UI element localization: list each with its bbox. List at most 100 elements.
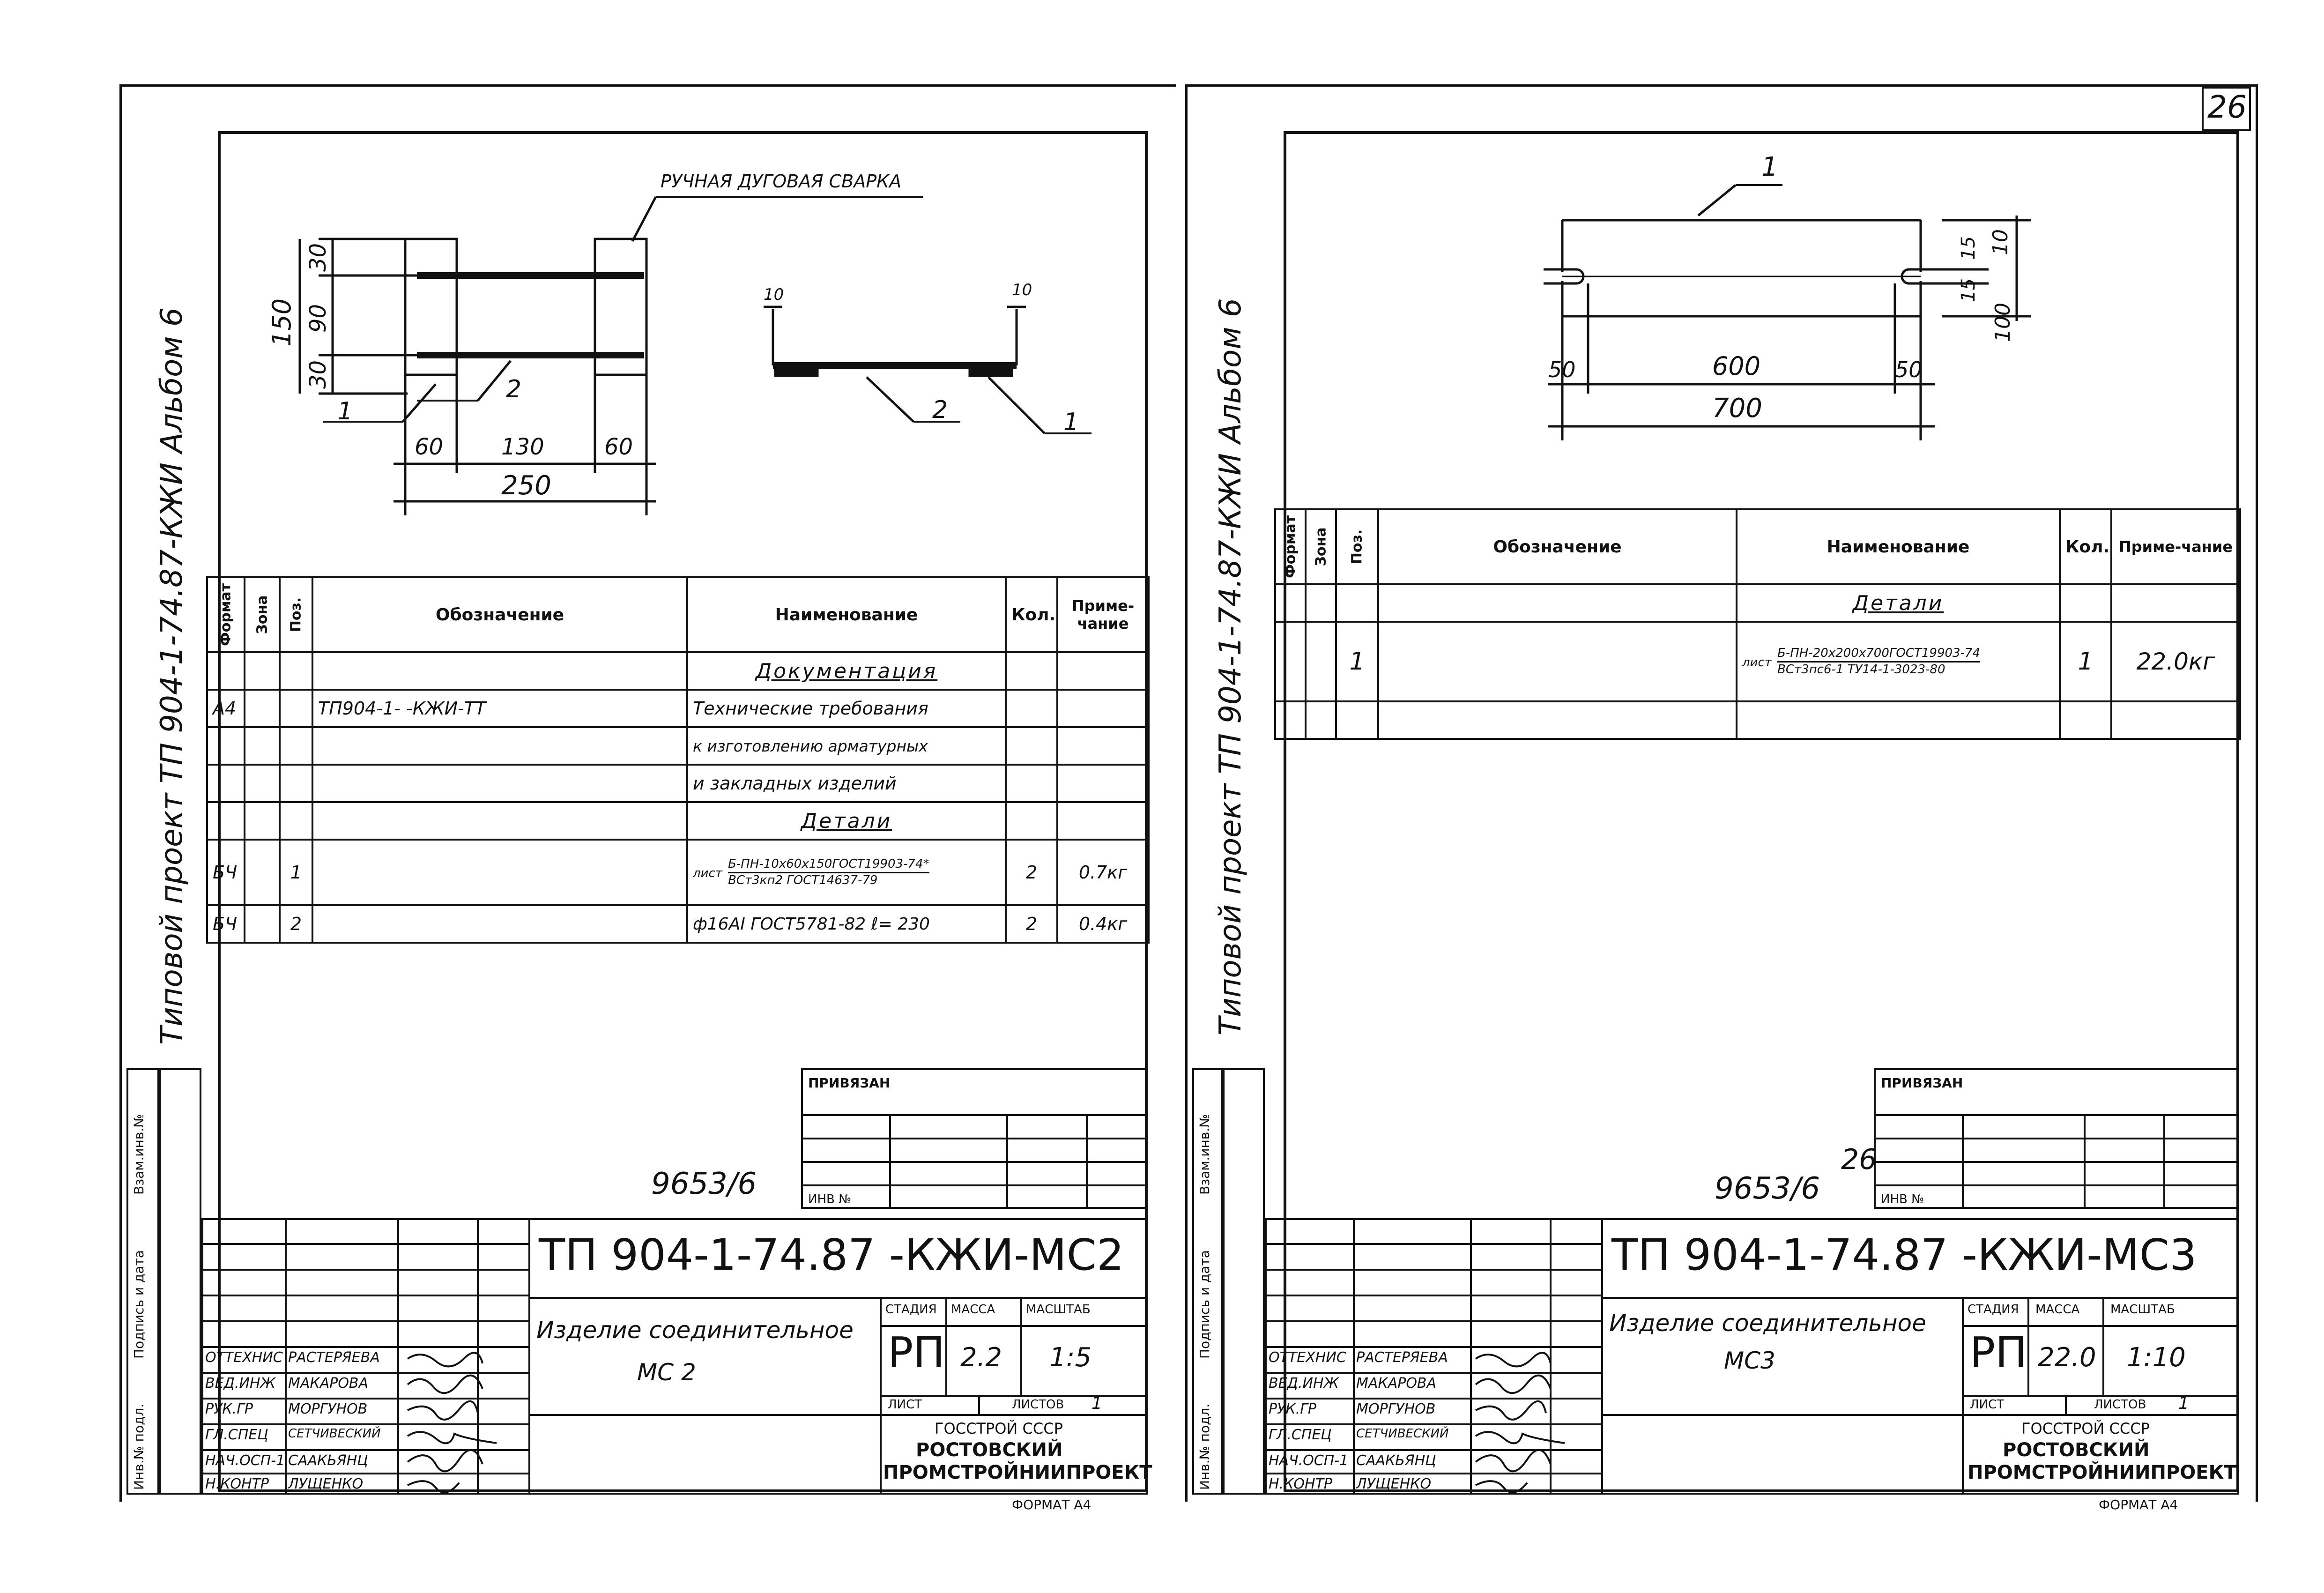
weld-note: РУЧНАЯ ДУГОВАЯ СВАРКА [661,171,901,192]
right-archive-sup: 26 [1841,1143,1877,1176]
right-side-col-2: Подпись и дата [1197,1250,1212,1359]
right-stage: РП [1970,1328,2027,1377]
right-person-5: ЛУЩЕНКО [1356,1476,1432,1492]
right-scale: 1:10 [2127,1342,2186,1373]
left-role-4: НАЧ.ОСП-1 [205,1452,285,1469]
table-row: и закладных изделий [206,764,1150,803]
right-org-1: ГОССТРОЙ СССР [2021,1420,2150,1437]
right-sheets-label: ЛИСТОВ [2094,1398,2146,1412]
right-person-2: МОРГУНОВ [1356,1401,1436,1417]
pos-label-2b: 2 [932,396,948,424]
left-mass-header: МАССА [951,1303,995,1317]
left-side-col-2: Подпись и дата [131,1250,147,1359]
right-archive-number: 9653/6 [1715,1171,1820,1206]
left-person-3: СЕТЧИВЕСКИЙ [288,1427,381,1441]
left-role-0: ОТТЕХНИС [205,1349,283,1366]
left-sheets-value: 1 [1091,1394,1102,1413]
dim-10a: 10 [764,285,784,304]
right-person-1: МАКАРОВА [1356,1375,1437,1392]
right-role-2: РУК.ГР [1269,1401,1317,1417]
right-role-4: НАЧ.ОСП-1 [1269,1452,1349,1469]
left-scale: 1:5 [1049,1342,1092,1373]
dim-90: 90 [305,304,331,333]
right-org-3: ПРОМСТРОЙНИИПРОЕКТ [1968,1462,2237,1483]
right-hdr-note: Приме-чание [2110,508,2241,585]
pos-label-r1: 1 [1761,152,1778,182]
right-person-4: СААКЬЯНЦ [1356,1452,1436,1469]
right-person-0: РАСТЕРЯЕВА [1356,1349,1448,1366]
right-privyazan-label: ПРИВЯЗАН [1881,1075,1963,1091]
table-row [1274,700,2241,740]
left-part-name-1: Изделие соединительное [536,1317,854,1344]
left-person-0: РАСТЕРЯЕВА [288,1349,380,1366]
right-side-title: Типовой проект ТП 904-1-74.87-КЖИ Альбом… [1213,298,1248,1035]
left-part-name-2: МС 2 [637,1359,696,1386]
dim-60b: 60 [604,434,633,460]
left-privyazan-grid [801,1114,1148,1209]
left-mass: 2.2 [960,1342,1002,1373]
left-title-block [201,1218,1148,1495]
page-number-box [2202,87,2251,131]
left-hdr-pos: Поз. [279,576,313,653]
dim-60a: 60 [415,434,443,460]
left-scale-header: МАСШТАБ [1026,1303,1091,1317]
right-stage-header: СТАДИЯ [1968,1303,2019,1317]
left-side-col-3: Инв.№ подл. [131,1403,147,1490]
left-hdr-qty: Кол. [1005,576,1058,653]
table-row: БЧ 1 лист Б-ПН-10х60х150ГОСТ19903-74*ВСт… [206,839,1150,906]
page-number: 26 [2207,89,2247,125]
right-sheet-edge [1185,84,2258,1502]
right-inv-label: ИНВ № [1881,1192,1924,1206]
right-org-2: РОСТОВСКИЙ [2003,1439,2150,1461]
right-hdr-designation: Обозначение [1377,508,1737,585]
left-side-block-2 [159,1068,201,1495]
dim-600: 600 [1712,351,1760,381]
right-side-col-3: Инв.№ подл. [1197,1403,1212,1490]
left-hdr-note: Приме-чание [1056,576,1150,653]
left-stage: РП [888,1328,945,1377]
table-row: БЧ 2 ф16АI ГОСТ5781-82 ℓ= 230 2 0.4кг [206,904,1150,944]
right-doc-code: ТП 904-1-74.87 -КЖИ-МС3 [1611,1230,2197,1280]
right-side-block-2 [1223,1068,1265,1495]
dim-30b: 30 [305,360,331,389]
left-role-1: ВЕД.ИНЖ [205,1375,275,1392]
right-title-grid [1265,1218,2239,1495]
left-org-3: ПРОМСТРОЙНИИПРОЕКТ [883,1462,1152,1483]
right-mass: 22.0 [2038,1342,2096,1373]
left-format-label: ФОРМАТ А4 [1012,1497,1091,1512]
left-hdr-designation: Обозначение [312,576,688,653]
dim-150: 150 [267,298,297,347]
dim-10b: 10 [1012,281,1032,299]
right-hdr-zone: Зона [1305,508,1337,585]
left-side-block [126,1068,159,1495]
right-person-3: СЕТЧИВЕСКИЙ [1356,1427,1449,1441]
right-side-col-1: Взам.инв.№ [1197,1114,1212,1195]
dim-700: 700 [1712,393,1762,424]
right-format-label: ФОРМАТ А4 [2099,1497,2178,1512]
right-side-block [1192,1068,1223,1495]
left-side-title: Типовой проект ТП 904-1-74.87-КЖИ Альбом… [155,307,189,1045]
right-sheet-label: ЛИСТ [1970,1398,2005,1412]
right-role-3: ГЛ.СПЕЦ [1269,1427,1332,1443]
dim-130: 130 [501,434,544,460]
right-privyazan-grid [1874,1114,2239,1209]
dim-250: 250 [501,470,551,501]
table-row: Детали [1274,583,2241,623]
left-org-1: ГОССТРОЙ СССР [935,1420,1063,1437]
left-doc-code: ТП 904-1-74.87 -КЖИ-МС2 [539,1230,1124,1280]
left-spec-table: Формат Зона Поз. Обозначение Наименовани… [206,576,1150,944]
left-archive-number: 9653/6 [651,1167,757,1201]
left-person-5: ЛУЩЕНКО [288,1476,364,1492]
right-signatures [1475,1352,1565,1494]
right-scale-header: МАСШТАБ [2110,1303,2175,1317]
left-role-3: ГЛ.СПЕЦ [205,1427,268,1443]
dim-50a: 50 [1548,357,1576,382]
right-hdr-name: Наименование [1736,508,2061,585]
left-role-5: Н.КОНТР [205,1476,269,1492]
table-row: Документация [206,651,1150,691]
right-part-name-2: МС3 [1724,1347,1775,1374]
dim-15a: 15 [1958,236,1979,260]
table-row: Детали [206,801,1150,841]
right-title-block [1265,1218,2239,1495]
left-person-1: МАКАРОВА [288,1375,369,1392]
